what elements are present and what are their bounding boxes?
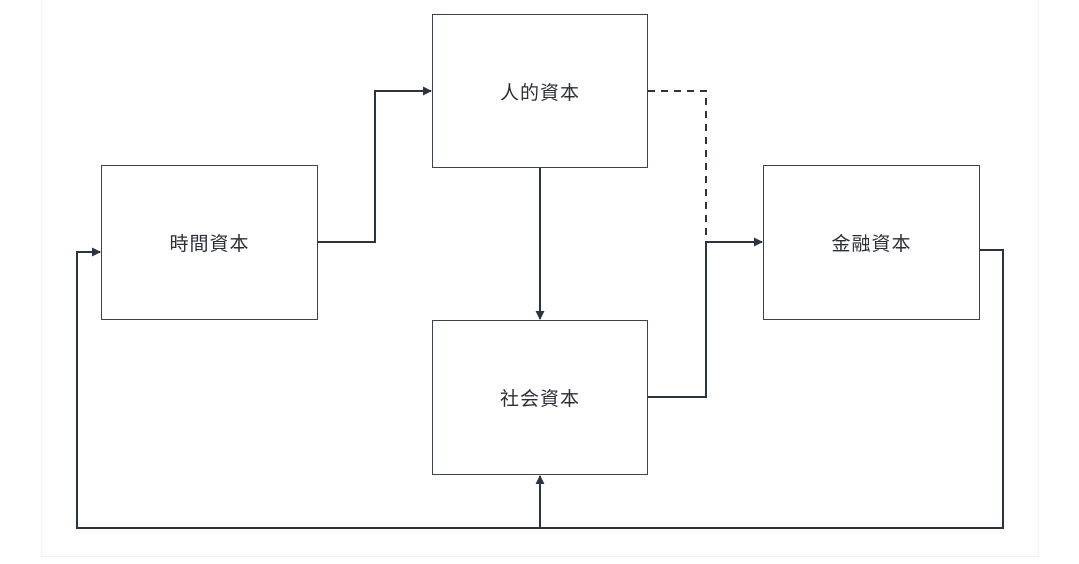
social-capital-node: 社会資本 [432,320,648,475]
financial-capital-node: 金融資本 [763,165,980,320]
human-capital-node: 人的資本 [432,14,648,168]
social-capital-label: 社会資本 [499,388,580,410]
edge-social-to-financial [648,237,763,398]
time-capital-label: 時間資本 [169,233,250,255]
financial-capital-label: 金融資本 [831,233,912,255]
time-capital-node: 時間資本 [101,165,318,320]
human-capital-label: 人的資本 [499,81,580,104]
edge-human-to-financial-dashed [648,90,707,242]
edge-time-to-human [318,86,432,243]
